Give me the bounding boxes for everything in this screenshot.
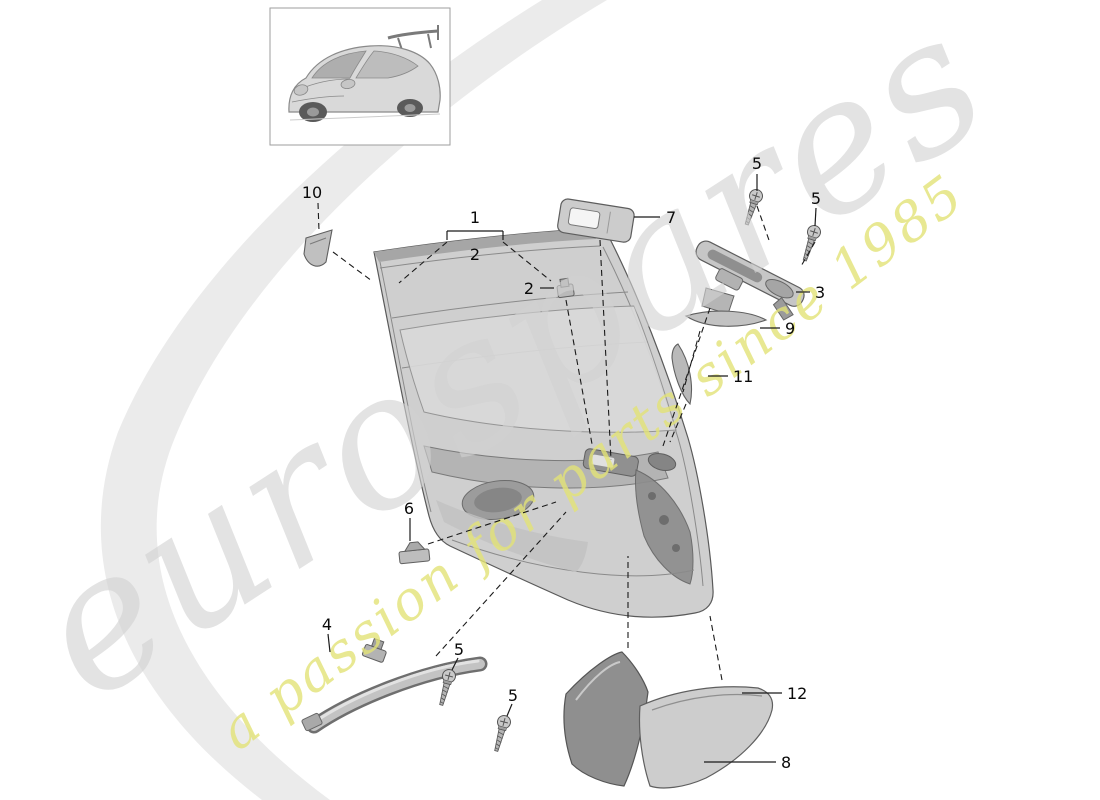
callout-4-label: 4 (322, 615, 332, 634)
screw-part-5-low (489, 713, 513, 754)
leader-line-9 (682, 330, 701, 393)
leader-lines (317, 202, 816, 681)
leader-line-3 (662, 307, 711, 447)
leader-line-2-clip (565, 299, 593, 445)
leader-line-group-right (502, 241, 552, 282)
trim-wedge-part-11 (671, 343, 693, 406)
callout-5-mid-label: 5 (454, 640, 464, 659)
car-thumbnail-box (269, 7, 451, 146)
door-pocket-part-8-right (638, 686, 774, 789)
callout-10-label: 10 (302, 183, 322, 202)
door-trim-panel-part (373, 228, 714, 618)
callout-9-label: 9 (785, 319, 795, 338)
callout-2-group-label: 2 (470, 245, 480, 264)
callout-6-label: 6 (404, 499, 414, 518)
callout-labels: 10 1 2 7 2 5 5 3 9 11 6 4 5 5 12 8 (302, 154, 825, 772)
clip-part-2 (556, 277, 575, 299)
car-illustration (288, 25, 441, 122)
callout-tick-lines (327, 174, 817, 763)
callout-5-top-right-label: 5 (811, 189, 821, 208)
callout-5-top-left-label: 5 (752, 154, 762, 173)
leader-line-12 (709, 615, 723, 681)
leader-line-10-a (317, 202, 320, 232)
leader-line-7 (599, 239, 612, 461)
callout-7-label: 7 (666, 208, 676, 227)
callout-3-label: 3 (815, 283, 825, 302)
callout-8-label: 8 (781, 753, 791, 772)
leader-line-4 (435, 511, 567, 657)
armrest-part-8-left (563, 651, 649, 787)
callout-1-label: 1 (470, 208, 480, 227)
tweeter-cover-part-10 (303, 229, 333, 267)
background-swoosh-graphic (100, 0, 607, 800)
door-pull-handle-part-4 (301, 637, 488, 734)
door-handle-assembly-part-3 (695, 240, 805, 321)
clip-part-6 (398, 541, 431, 565)
leader-line-group-left (398, 241, 448, 284)
callout-11-label: 11 (733, 367, 753, 386)
leader-line-11 (669, 403, 687, 443)
leader-line-6 (427, 501, 557, 545)
trim-strip-part-9 (684, 310, 768, 327)
leader-line-5-top-right (799, 241, 816, 269)
leader-line-5-top-left (756, 205, 771, 244)
callout-5-low-label: 5 (508, 686, 518, 705)
callout-2-clip-label: 2 (524, 279, 534, 298)
callout-12-label: 12 (787, 684, 807, 703)
window-switch-bezel-part-7 (557, 198, 635, 243)
leader-line-10-b (332, 251, 373, 282)
